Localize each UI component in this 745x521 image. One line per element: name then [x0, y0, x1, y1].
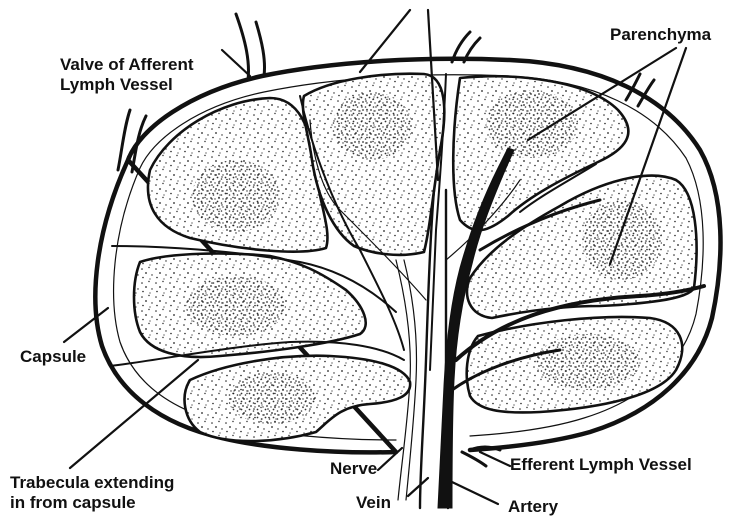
label-trabecula-line2: in from capsule — [10, 493, 136, 512]
label-nerve: Nerve — [330, 459, 377, 478]
afferent-vessel-2 — [236, 14, 265, 80]
germinal-center-5 — [186, 276, 286, 336]
leader-vein — [408, 478, 428, 496]
germinal-center-2 — [332, 92, 412, 160]
label-afferent-valve-line2: Lymph Vessel — [60, 75, 173, 94]
leader-trabecula — [70, 360, 198, 468]
label-artery: Artery — [508, 497, 559, 516]
label-capsule: Capsule — [20, 347, 86, 366]
germinal-center-3 — [486, 90, 578, 158]
label-afferent-valve-line1: Valve of Afferent — [60, 55, 194, 74]
germinal-center-6 — [228, 372, 316, 424]
germinal-center-4 — [582, 200, 662, 280]
leader-artery — [452, 482, 498, 504]
label-vein: Vein — [356, 493, 391, 512]
label-trabecula-line1: Trabecula extending — [10, 473, 174, 492]
germinal-center-1 — [192, 160, 280, 232]
label-efferent: Efferent Lymph Vessel — [510, 455, 692, 474]
label-parenchyma: Parenchyma — [610, 25, 712, 44]
germinal-center-7 — [536, 334, 640, 390]
